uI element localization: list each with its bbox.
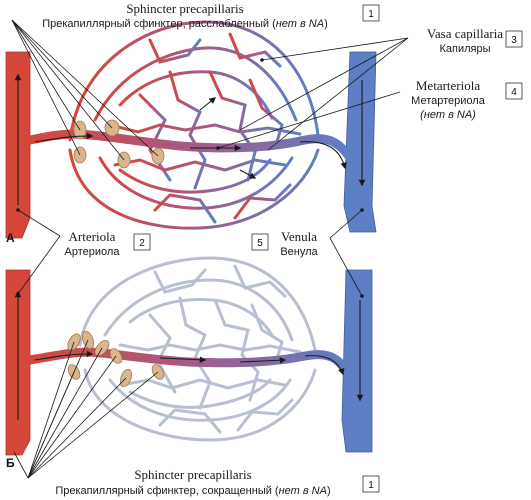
callout-box-2 — [133, 233, 151, 251]
metarteriole-a — [25, 129, 355, 163]
sphincter-top-latin: Sphincter precapillaris — [126, 1, 243, 16]
meta-russian: Метартериола — [411, 95, 486, 107]
venule-vessel-b — [341, 269, 373, 453]
callout-box-1-bottom — [362, 475, 380, 493]
capillary-network-b — [78, 256, 317, 442]
label-venula: 5 Venula Венула — [251, 229, 319, 258]
callout-number-1-top: 1 — [368, 9, 374, 20]
sphincter-top-russian: Прекапиллярный сфинктер, расслабленный (… — [42, 18, 328, 30]
meta-russian-note: (нет в NA) — [420, 109, 476, 121]
venula-russian: Венула — [280, 246, 318, 258]
label-arteriola: Arteriola Артериола 2 — [65, 229, 151, 258]
metarteriole-b — [25, 347, 351, 377]
capillary-network-a — [68, 20, 320, 230]
panel-label-a: А — [6, 231, 15, 245]
label-metarteriola: Metarteriola Метартериола (нет в NA) 4 — [411, 78, 523, 121]
callout-number-5: 5 — [257, 238, 263, 249]
leader-lines — [11, 19, 409, 479]
panel-b — [5, 256, 373, 456]
callout-number-1-bottom: 1 — [368, 480, 374, 491]
label-sphincter-top: Sphincter precapillaris Прекапиллярный с… — [42, 1, 380, 30]
vasa-russian: Капиляры — [439, 43, 490, 55]
callout-number-3: 3 — [511, 35, 517, 46]
panel-label-b: Б — [6, 456, 15, 470]
sphincters-contracted — [67, 330, 165, 388]
panel-a — [5, 20, 377, 239]
sphincter-bottom-russian: Прекапиллярный сфинктер, сокращенный (не… — [55, 485, 330, 497]
callout-number-4: 4 — [511, 87, 517, 98]
venula-latin: Venula — [281, 229, 317, 244]
callout-box-5 — [251, 233, 269, 251]
label-vasa-capillaria: Vasa capillaria Капиляры 3 — [427, 26, 523, 55]
callout-box-4 — [505, 82, 523, 100]
label-sphincter-bottom: Sphincter precapillaris Прекапиллярный с… — [55, 467, 380, 497]
callout-box-1-top — [362, 4, 380, 22]
vasa-latin: Vasa capillaria — [427, 26, 503, 41]
sphincter-bottom-latin: Sphincter precapillaris — [134, 467, 251, 482]
venule-vessel-a — [343, 51, 377, 233]
meta-latin: Metarteriola — [416, 78, 480, 93]
callout-number-2: 2 — [139, 238, 145, 249]
arteriola-russian: Артериола — [65, 246, 121, 258]
flow-arrows-a — [14, 73, 366, 205]
arteriola-latin: Arteriola — [69, 229, 116, 244]
flow-arrows-b — [14, 290, 364, 420]
callout-box-3 — [505, 30, 523, 48]
